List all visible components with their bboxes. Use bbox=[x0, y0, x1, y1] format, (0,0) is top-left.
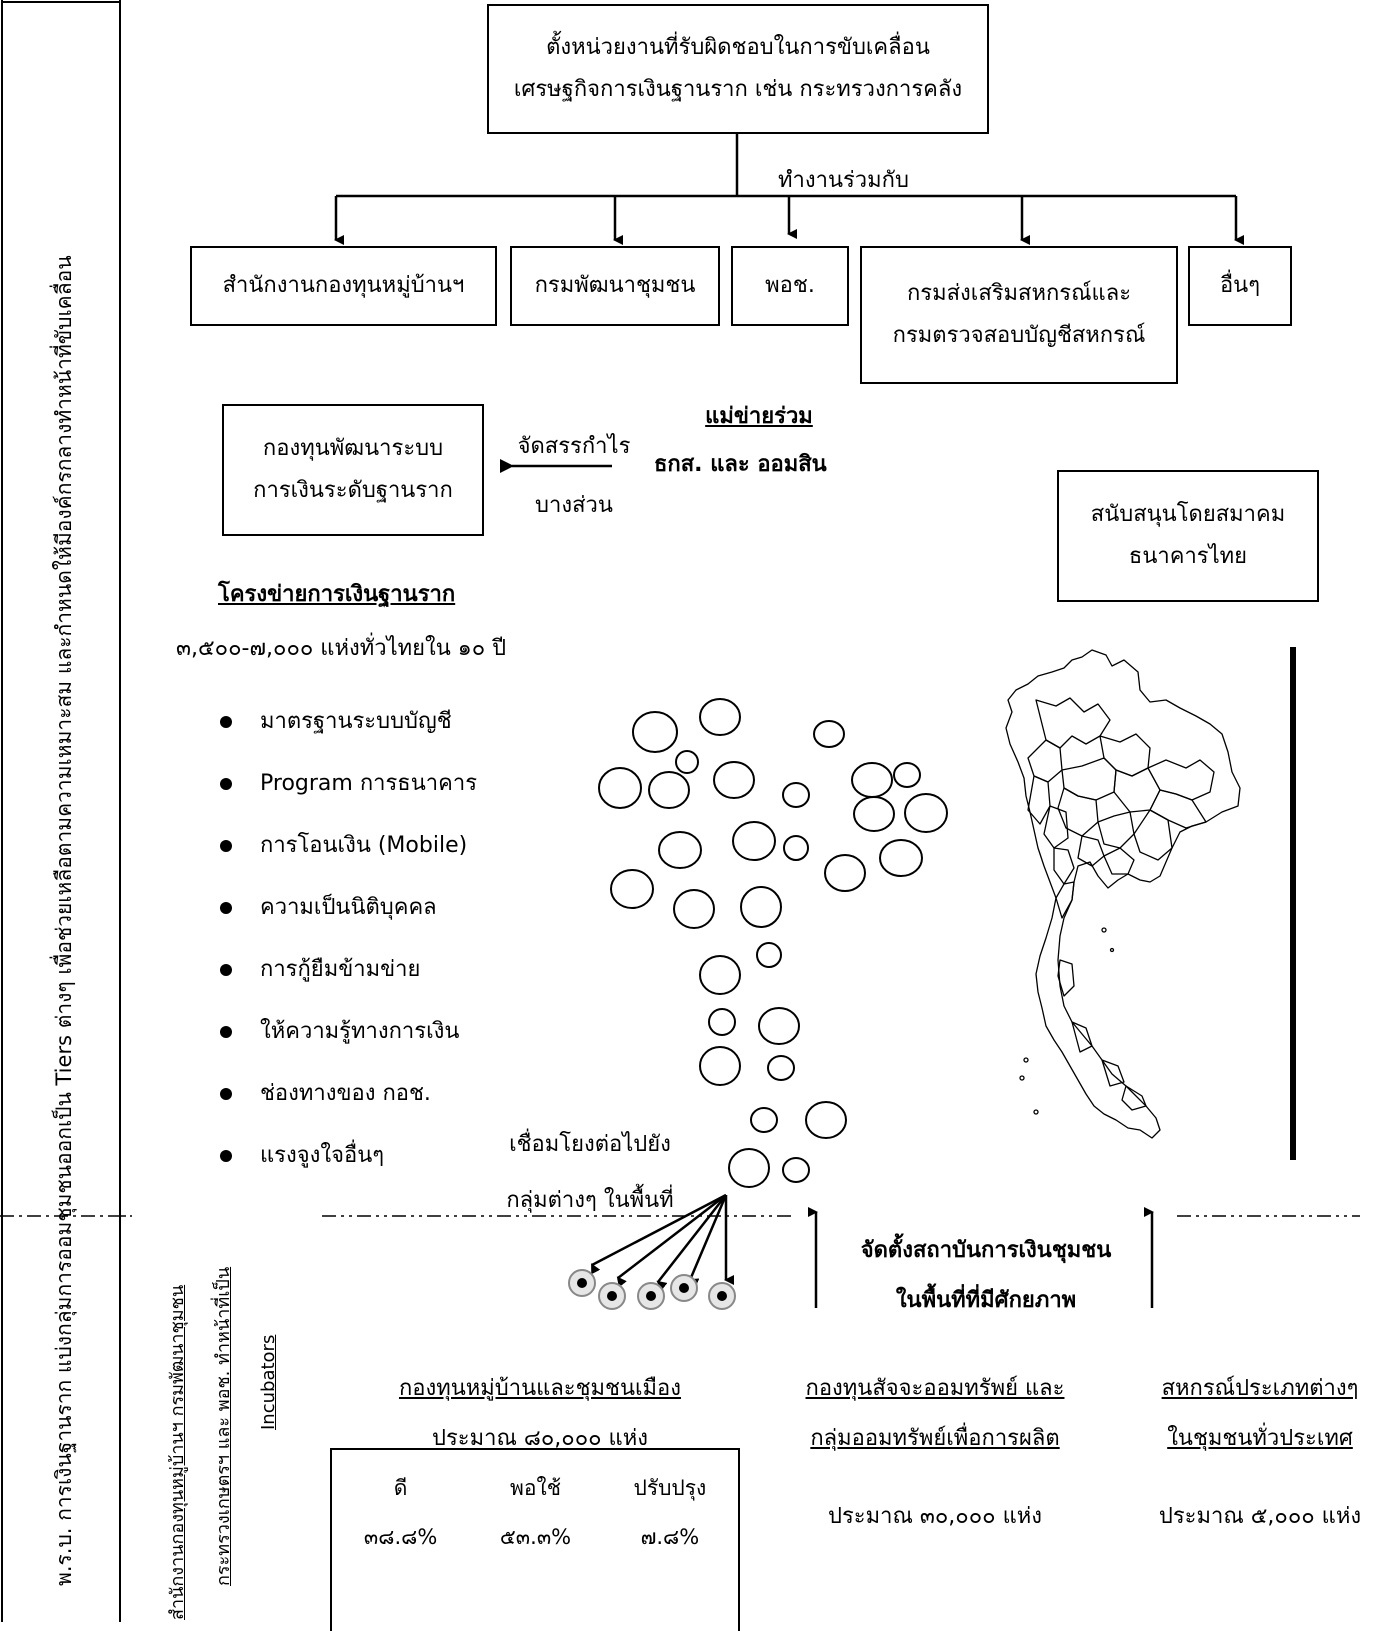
group-savings-title-line1: กองทุนสัจจะออมทรัพย์ และ bbox=[805, 1376, 1065, 1401]
list-item: ให้ความรู้ทางการเงิน bbox=[220, 1020, 477, 1082]
agency-label: อื่นๆ bbox=[1219, 273, 1261, 299]
network-feature-list: มาตรฐานระบบบัญชี Program การธนาคาร การโอ… bbox=[220, 710, 477, 1206]
list-item: การกู้ยืมข้ามข่าย bbox=[220, 958, 477, 1020]
rating-header-good: ดี bbox=[393, 1476, 408, 1500]
bullet-icon bbox=[220, 902, 232, 914]
responsible-agency-box: ตั้งหน่วยงานที่รับผิดชอบในการขับเคลื่อน … bbox=[487, 4, 989, 134]
bullet-icon bbox=[220, 1088, 232, 1100]
bullet-icon bbox=[220, 716, 232, 728]
agency-codi: พอช. bbox=[731, 246, 849, 326]
list-item: Program การธนาคาร bbox=[220, 772, 477, 834]
agency-label-line1: กรมส่งเสริมสหกรณ์และ bbox=[906, 281, 1132, 307]
list-item: แรงจูงใจอื่นๆ bbox=[220, 1144, 477, 1206]
table-row: ๓๘.๘% ๕๓.๓% ๗.๘% bbox=[331, 1513, 739, 1562]
bullet-icon bbox=[220, 840, 232, 852]
bullet-icon bbox=[220, 1150, 232, 1162]
agency-community-development-dept: กรมพัฒนาชุมชน bbox=[510, 246, 720, 326]
responsible-agency-line1: ตั้งหน่วยงานที่รับผิดชอบในการขับเคลื่อน bbox=[546, 35, 930, 61]
link-label-line1: เชื่อมโยงต่อไปยัง bbox=[509, 1132, 671, 1157]
bubble-cluster bbox=[598, 698, 948, 1188]
agency-cooperative-depts: กรมส่งเสริมสหกรณ์และ กรมตรวจสอบบัญชีสหกร… bbox=[860, 246, 1178, 384]
network-title: โครงข่ายการเงินฐานราก bbox=[218, 582, 456, 607]
agency-label: กรมพัฒนาชุมชน bbox=[534, 273, 696, 299]
bank-assoc-line2: ธนาคารไทย bbox=[1128, 544, 1248, 569]
table-row: ดี พอใช้ ปรับปรุง bbox=[331, 1449, 739, 1513]
establish-line2: ในพื้นที่ที่มีศักยภาพ bbox=[895, 1288, 1077, 1313]
group-village-fund-count: ประมาณ ๘๐,๐๐๐ แห่ง bbox=[432, 1426, 648, 1451]
local-group-nodes bbox=[568, 1269, 736, 1310]
thailand-map-icon bbox=[1005, 649, 1241, 1139]
agency-label: พอช. bbox=[765, 273, 815, 299]
incubator-vertical-line2: กระทรวงเกษตรฯ และ พอช. ทำหน้าที่เป็น bbox=[213, 1266, 234, 1586]
works-with-label: ทำงานร่วมกับ bbox=[778, 168, 909, 193]
bank-assoc-line1: สนับสนุนโดยสมาคม bbox=[1090, 502, 1286, 528]
group-savings-count: ประมาณ ๓๐,๐๐๐ แห่ง bbox=[827, 1504, 1043, 1529]
fund-box-line2: การเงินระดับฐานราก bbox=[253, 478, 453, 503]
joint-hub-title: แม่ข่ายร่วม bbox=[705, 404, 813, 429]
left-vertical-text: พ.ร.บ. การเงินฐานราก แบ่งกลุ่มการออมชุมช… bbox=[52, 255, 76, 1586]
group-cooperatives-count: ประมาณ ๕,๐๐๐ แห่ง bbox=[1158, 1504, 1362, 1529]
responsible-agency-line2: เศรษฐกิจการเงินฐานราก เช่น กระทรวงการคลั… bbox=[513, 77, 963, 102]
agency-label: สำนักงานกองทุนหมู่บ้านฯ bbox=[222, 273, 465, 299]
agency-label-line2: กรมตรวจสอบบัญชีสหกรณ์ bbox=[892, 323, 1146, 348]
group-cooperatives-title-line1: สหกรณ์ประเภทต่างๆ bbox=[1161, 1376, 1359, 1401]
link-label-line2: กลุ่มต่างๆ ในพื้นที่ bbox=[506, 1188, 674, 1213]
profit-allocation-line1: จัดสรรกำไร bbox=[517, 434, 631, 459]
profit-allocation-line2: บางส่วน bbox=[535, 493, 613, 518]
rating-header-fair: พอใช้ bbox=[510, 1476, 561, 1500]
agency-others: อื่นๆ bbox=[1188, 246, 1292, 326]
bullet-icon bbox=[220, 778, 232, 790]
list-item: มาตรฐานระบบบัญชี bbox=[220, 710, 477, 772]
incubator-vertical-line1: สำนักงานกองทุนหมู่บ้านฯ กรมพัฒนาชุมชน bbox=[167, 1284, 188, 1620]
rating-value-fair: ๕๓.๓% bbox=[499, 1525, 572, 1549]
establish-line1: จัดตั้งสถาบันการเงินชุมชน bbox=[860, 1238, 1112, 1263]
incubator-vertical-line3: Incubators bbox=[258, 1334, 279, 1430]
list-item: ความเป็นนิติบุคคล bbox=[220, 896, 477, 958]
rating-value-improve: ๗.๘% bbox=[640, 1525, 700, 1549]
foundation-fund-box: กองทุนพัฒนาระบบ การเงินระดับฐานราก bbox=[222, 404, 484, 536]
bank-association-box: สนับสนุนโดยสมาคม ธนาคารไทย bbox=[1057, 470, 1319, 602]
bullet-icon bbox=[220, 964, 232, 976]
group-cooperatives-title-line2: ในชุมชนทั่วประเทศ bbox=[1167, 1426, 1353, 1451]
list-item: การโอนเงิน (Mobile) bbox=[220, 834, 477, 896]
network-subtitle: ๓,๕๐๐-๗,๐๐๐ แห่งทั่วไทยใน ๑๐ ปี bbox=[176, 636, 507, 661]
agency-village-fund-office: สำนักงานกองทุนหมู่บ้านฯ bbox=[190, 246, 497, 326]
bullet-icon bbox=[220, 1026, 232, 1038]
joint-hub-members: ธกส. และ ออมสิน bbox=[654, 452, 827, 477]
rating-header-improve: ปรับปรุง bbox=[633, 1476, 707, 1500]
group-savings-title-line2: กลุ่มออมทรัพย์เพื่อการผลิต bbox=[810, 1426, 1060, 1451]
group-village-fund-title: กองทุนหมู่บ้านและชุมชนเมือง bbox=[398, 1376, 682, 1401]
list-item: ช่องทางของ กอช. bbox=[220, 1082, 477, 1144]
ratings-table: ดี พอใช้ ปรับปรุง ๓๘.๘% ๕๓.๓% ๗.๘% bbox=[330, 1448, 740, 1631]
rating-value-good: ๓๘.๘% bbox=[363, 1525, 438, 1549]
fund-box-line1: กองทุนพัฒนาระบบ bbox=[262, 436, 444, 462]
